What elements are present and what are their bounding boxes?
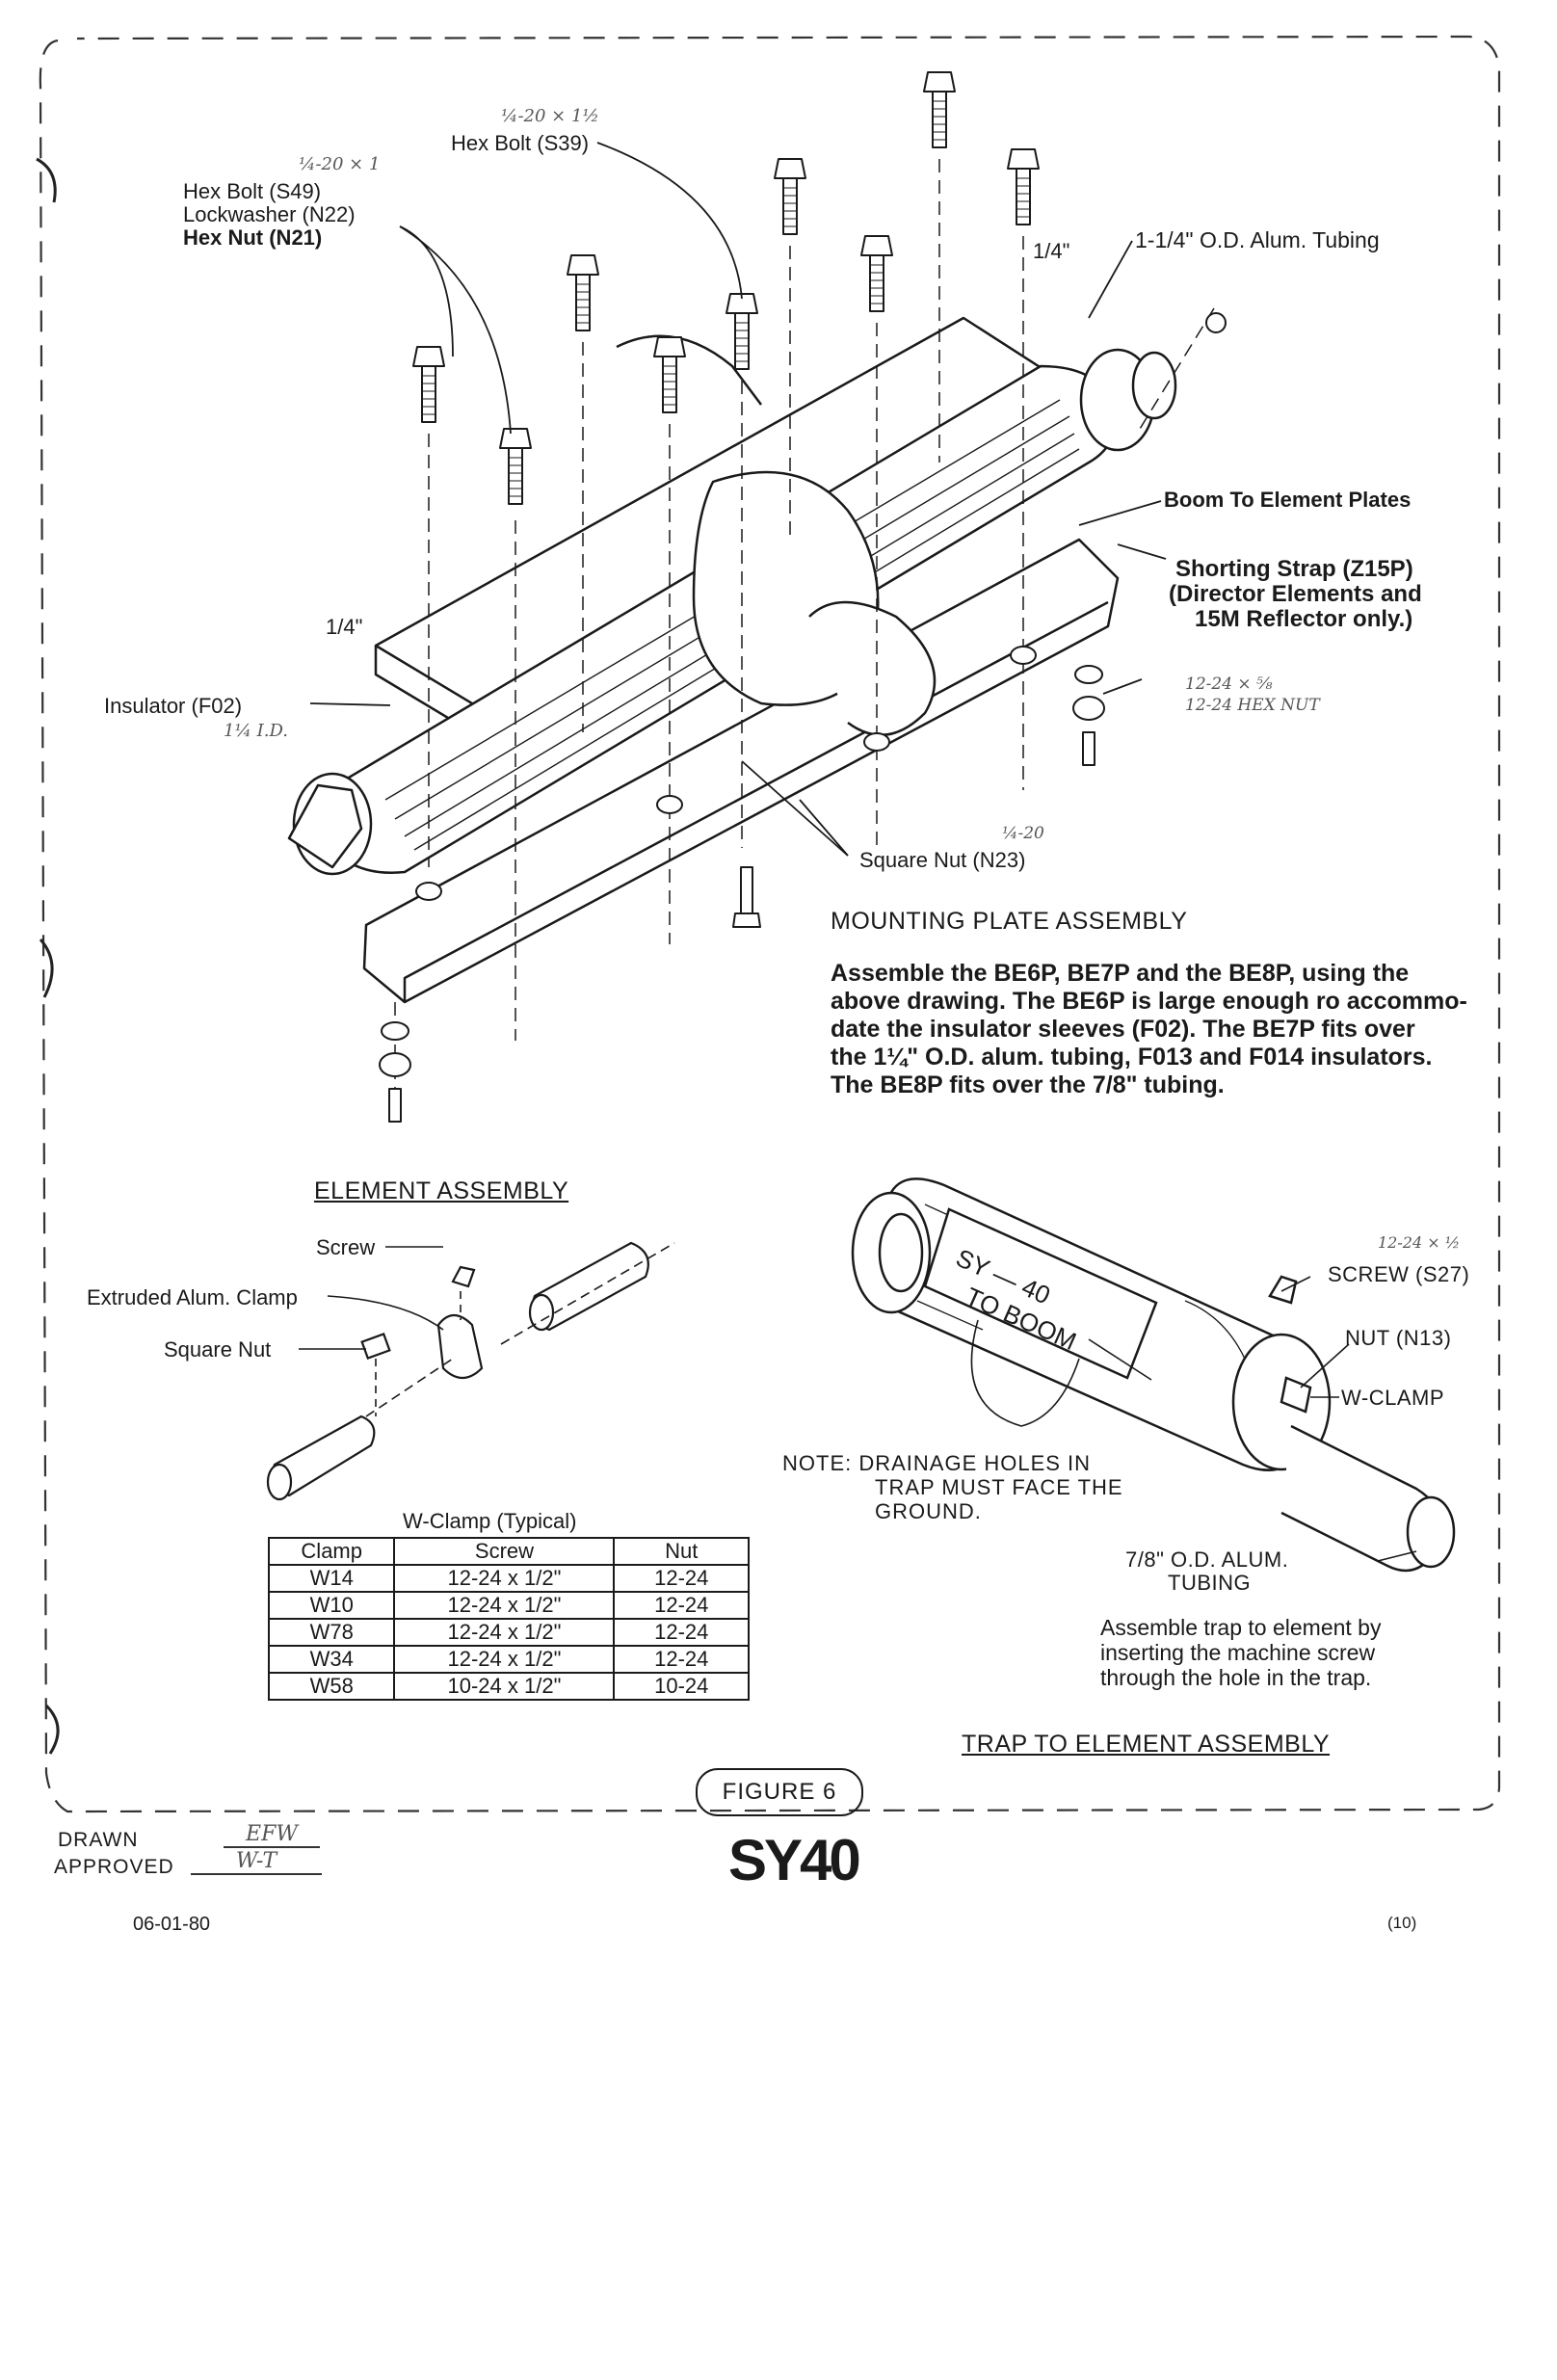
cell: 12-24: [613, 1591, 750, 1620]
note-drainage-2: TRAP MUST FACE THE: [875, 1475, 1123, 1499]
cell: 10-24 x 1/2": [393, 1672, 616, 1701]
label-lockwasher-n22: Lockwasher (N22): [183, 202, 356, 226]
label-square-nut: Square Nut: [164, 1337, 272, 1362]
mounting-line: the 1¼" O.D. alum. tubing, F013 and F014…: [831, 1044, 1433, 1071]
label-screw-s27: SCREW (S27): [1328, 1262, 1470, 1286]
trap-paragraph: Assemble trap to element by inserting th…: [1100, 1615, 1447, 1690]
label-quarter-inch-top: 1/4": [1033, 239, 1070, 263]
drawn-signature: EFW: [224, 1823, 320, 1848]
mounting-paragraph: Assemble the BE6P, BE7P and the BE8P, us…: [831, 960, 1478, 1099]
figure-badge: FIGURE 6: [696, 1768, 863, 1816]
col-nut: Nut: [613, 1537, 750, 1566]
date: 06-01-80: [133, 1914, 211, 1935]
wclamp-table: Clamp Screw Nut W14 12-24 x 1/2" 12-24 W…: [267, 1537, 750, 1701]
label-shorting-strap-2: (Director Elements and: [1169, 581, 1422, 607]
label-square-nut-n23: Square Nut (N23): [859, 848, 1026, 872]
table-row: W34 12-24 x 1/2" 12-24: [267, 1645, 750, 1674]
cell: W78: [267, 1618, 396, 1647]
trap-drawing: [851, 1177, 1456, 1573]
note-s49: ¼-20 × 1: [299, 154, 381, 174]
note-f02: 1¼ I.D.: [224, 721, 288, 741]
note-shorting-2: 12-24 HEX NUT: [1185, 696, 1320, 715]
note-s39: ¼-20 × 1½: [501, 106, 599, 126]
trap-line: through the hole in the trap.: [1100, 1665, 1372, 1690]
label-w-clamp: W-CLAMP: [1341, 1386, 1444, 1410]
label-alum-tubing: 1-1/4" O.D. Alum. Tubing: [1135, 227, 1380, 252]
label-shorting-strap-3: 15M Reflector only.): [1195, 606, 1413, 632]
table-row: W10 12-24 x 1/2" 12-24: [267, 1591, 750, 1620]
hex-bolts: [388, 71, 1095, 1123]
page-number: (10): [1387, 1914, 1417, 1932]
cell: 10-24: [613, 1672, 750, 1701]
dashed-frame: [39, 35, 1501, 1813]
mounting-line: date the insulator sleeves (F02). The BE…: [831, 1016, 1415, 1043]
mounting-line: The BE8P fits over the 7/8" tubing.: [831, 1071, 1225, 1098]
cell: 12-24 x 1/2": [393, 1618, 616, 1647]
label-quarter-inch-left: 1/4": [326, 615, 363, 639]
table-row: W14 12-24 x 1/2" 12-24: [267, 1564, 750, 1593]
element-assembly-heading: ELEMENT ASSEMBLY: [314, 1177, 569, 1204]
label-tubing-1: 7/8" O.D. ALUM.: [1125, 1547, 1289, 1572]
washers-nuts: [379, 312, 1227, 1077]
cell: W34: [267, 1645, 396, 1674]
edge-marks: [36, 157, 60, 1755]
cell: 12-24 x 1/2": [393, 1645, 616, 1674]
label-insulator-f02: Insulator (F02): [104, 694, 243, 718]
note-drainage-3: GROUND.: [875, 1499, 982, 1523]
note-screw: 12-24 × ½: [1378, 1233, 1461, 1252]
table-row: W78 12-24 x 1/2" 12-24: [267, 1618, 750, 1647]
col-screw: Screw: [393, 1537, 616, 1566]
mounting-line: above drawing. The BE6P is large enough …: [831, 988, 1467, 1015]
label-hex-nut-n21: Hex Nut (N21): [183, 225, 323, 250]
label-boom-plates: Boom To Element Plates: [1164, 488, 1412, 512]
mounting-heading: MOUNTING PLATE ASSEMBLY: [831, 908, 1188, 935]
cell: 12-24: [613, 1618, 750, 1647]
trap-heading: TRAP TO ELEMENT ASSEMBLY: [962, 1731, 1331, 1758]
label-hex-bolt-s49: Hex Bolt (S49): [183, 179, 322, 203]
cell: 12-24 x 1/2": [393, 1591, 616, 1620]
approved-label: APPROVED: [54, 1856, 174, 1878]
cell: 12-24: [613, 1564, 750, 1593]
cell: W14: [267, 1564, 396, 1593]
mounting-plate-drawing: [287, 71, 1227, 1123]
col-clamp: Clamp: [267, 1537, 396, 1566]
wclamp-table-title: W-Clamp (Typical): [403, 1509, 577, 1533]
trap-line: inserting the machine screw: [1100, 1640, 1376, 1665]
note-drainage-1: NOTE: DRAINAGE HOLES IN: [782, 1451, 1092, 1475]
label-tubing-2: TUBING: [1168, 1571, 1252, 1595]
label-nut-n13: NUT (N13): [1345, 1326, 1452, 1350]
drawn-label: DRAWN: [58, 1829, 139, 1851]
approved-signature: W-T: [191, 1850, 322, 1875]
trap-line: Assemble trap to element by: [1100, 1615, 1382, 1640]
cell: 12-24: [613, 1645, 750, 1674]
note-shorting-1: 12-24 × ⅝: [1185, 674, 1273, 694]
cell: W58: [267, 1672, 396, 1701]
cell: W10: [267, 1591, 396, 1620]
label-shorting-strap-1: Shorting Strap (Z15P): [1175, 556, 1413, 582]
label-box: [923, 1207, 1158, 1380]
square-nut: [360, 1333, 391, 1360]
mounting-line: Assemble the BE6P, BE7P and the BE8P, us…: [831, 960, 1410, 987]
note-square-nut: ¼-20: [1002, 824, 1044, 843]
label-extruded-clamp: Extruded Alum. Clamp: [87, 1285, 298, 1309]
clamp-body: [436, 1313, 484, 1380]
label-hex-bolt-s39: Hex Bolt (S39): [451, 131, 590, 155]
label-screw: Screw: [316, 1235, 376, 1259]
table-header-row: Clamp Screw Nut: [267, 1537, 750, 1566]
model-title: SY40: [728, 1828, 861, 1892]
element-assembly-drawing: [266, 1241, 675, 1501]
cell: 12-24 x 1/2": [393, 1564, 616, 1593]
table-row: W58 10-24 x 1/2" 10-24: [267, 1672, 750, 1701]
